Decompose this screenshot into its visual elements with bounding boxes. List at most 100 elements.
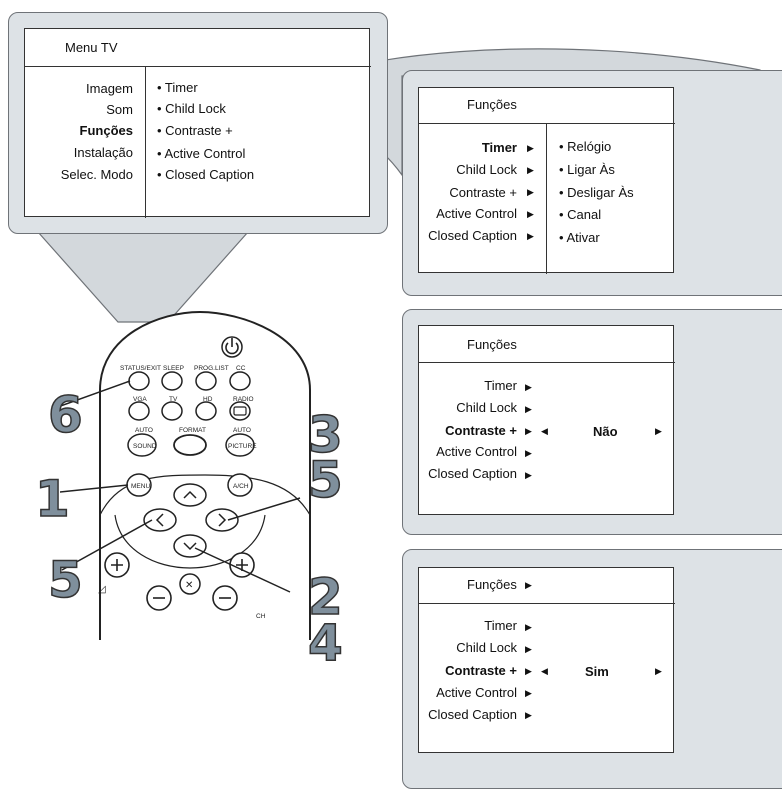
status-exit-label: STATUS/EXIT [120, 365, 161, 372]
contraste-nao-item-active-control[interactable]: Active Control [436, 444, 517, 459]
contraste-nao-title: Funções [467, 337, 517, 352]
arrow-right-icon: ▶ [525, 470, 532, 480]
remote-body [99, 310, 311, 640]
status-exit-button [128, 371, 150, 391]
arrow-right-icon: ▶ [527, 143, 534, 153]
plus-icon [111, 559, 123, 571]
menu-tv-box: Menu TV Imagem Som Funções Instalação Se… [24, 28, 371, 218]
submenu-item-child-lock: • Child Lock [157, 101, 226, 116]
timer-option-relogio[interactable]: • Relógio [559, 139, 612, 154]
volume-icon: ◿ [98, 584, 106, 595]
nav-down-button [173, 534, 207, 558]
funcoes-timer-box: Funções Timer Child Lock Contraste + Act… [418, 87, 675, 274]
cc-button [229, 371, 251, 391]
funcoes-item-timer[interactable]: Timer [481, 140, 517, 155]
menu-item-imagem[interactable]: Imagem [86, 81, 133, 96]
arrow-right-icon: ▶ [525, 666, 532, 676]
arrow-right-icon: ▶ [525, 688, 532, 698]
step-number-4: 4 [307, 614, 343, 672]
menu-item-funcoes[interactable]: Funções [79, 123, 133, 138]
funcoes-item-contraste[interactable]: Contraste + [449, 185, 517, 200]
nav-left-button [143, 508, 177, 532]
contraste-sim-item-contraste[interactable]: Contraste + [445, 663, 517, 678]
menu-tv-column-divider [145, 66, 146, 218]
arrow-left-icon[interactable]: ◀ [541, 666, 548, 676]
step-number-5-left: 5 [47, 551, 83, 609]
timer-option-ligar-as[interactable]: • Ligar Às [559, 162, 615, 177]
arrow-right-icon: ▶ [525, 580, 532, 590]
contraste-sim-title-divider [419, 603, 675, 604]
ch-label: CH [256, 613, 266, 620]
pointer-line-1 [60, 484, 129, 493]
auto-sound-label: SOUND [133, 443, 157, 450]
auto-picture-top-label: AUTO [233, 427, 251, 434]
contraste-sim-title: Funções [467, 577, 517, 592]
arrow-right-icon[interactable]: ▶ [655, 666, 662, 676]
timer-option-canal[interactable]: • Canal [559, 207, 602, 222]
arrow-right-icon: ▶ [527, 165, 534, 175]
power-icon [225, 342, 239, 355]
arrow-right-icon[interactable]: ▶ [655, 426, 662, 436]
pointer-line-3-5 [227, 497, 301, 521]
remote-control: ✕ ◿ STATUS/EXIT SLEEP PROG.LIST CC VGA T… [60, 310, 311, 640]
arrow-right-icon: ▶ [525, 404, 532, 414]
contraste-value-sim: Sim [585, 664, 609, 679]
mute-button [179, 573, 201, 595]
nav-ring-lower [114, 514, 266, 569]
contraste-nao-item-closed-caption[interactable]: Closed Caption [428, 466, 517, 481]
contraste-nao-box: Funções Timer Child Lock Contraste + Act… [418, 325, 675, 515]
format-label: FORMAT [179, 427, 206, 434]
arrow-right-icon: ▶ [525, 382, 532, 392]
contraste-nao-item-child-lock[interactable]: Child Lock [456, 400, 517, 415]
chevron-right-icon [218, 513, 227, 527]
contraste-sim-item-closed-caption[interactable]: Closed Caption [428, 707, 517, 722]
step-number-1: 1 [34, 470, 70, 528]
arrow-right-icon: ▶ [525, 644, 532, 654]
submenu-item-contraste: • Contraste + [157, 123, 233, 138]
contraste-nao-item-timer[interactable]: Timer [484, 378, 517, 393]
prog-list-button [195, 371, 217, 391]
menu-tv-title: Menu TV [65, 40, 118, 55]
funcoes-item-active-control[interactable]: Active Control [436, 206, 517, 221]
chevron-left-icon [155, 513, 164, 527]
arrow-right-icon: ▶ [527, 187, 534, 197]
menu-item-som[interactable]: Som [106, 102, 133, 117]
tv-label: TV [169, 396, 178, 403]
nav-ring [99, 474, 311, 516]
step-number-6: 6 [47, 386, 83, 444]
contraste-sim-item-timer[interactable]: Timer [484, 618, 517, 633]
menu-item-instalacao[interactable]: Instalação [73, 145, 133, 160]
contraste-sim-item-active-control[interactable]: Active Control [436, 685, 517, 700]
arrow-left-icon[interactable]: ◀ [541, 426, 548, 436]
funcoes-title: Funções [467, 97, 517, 112]
funcoes-item-closed-caption[interactable]: Closed Caption [428, 228, 517, 243]
contraste-sim-item-child-lock[interactable]: Child Lock [456, 640, 517, 655]
timer-option-desligar-as[interactable]: • Desligar Às [559, 185, 634, 200]
prog-list-label: PROG.LIST [194, 365, 229, 372]
format-button [173, 434, 207, 456]
mute-icon: ✕ [185, 580, 193, 591]
radio-button [229, 401, 251, 421]
funcoes-item-child-lock[interactable]: Child Lock [456, 162, 517, 177]
arrow-right-icon: ▶ [525, 426, 532, 436]
auto-sound-button [127, 433, 157, 457]
menu-label: MENU [131, 483, 150, 490]
cc-label: CC [236, 365, 246, 372]
step-number-3: 3 [307, 406, 343, 464]
menu-item-selec-modo[interactable]: Selec. Modo [60, 167, 133, 182]
pointer-line-5-left [61, 519, 153, 571]
auto-picture-button [225, 433, 255, 457]
sleep-label: SLEEP [163, 365, 184, 372]
contraste-value-nao: Não [593, 424, 618, 439]
chevron-down-icon [183, 542, 197, 551]
chevron-up-icon [183, 490, 197, 499]
funcoes-title-divider [419, 123, 675, 124]
arrow-right-icon: ▶ [525, 710, 532, 720]
timer-option-ativar[interactable]: • Ativar [559, 230, 600, 245]
arrow-right-icon: ▶ [525, 622, 532, 632]
submenu-item-closed-caption: • Closed Caption [157, 167, 255, 182]
sleep-button [161, 371, 183, 391]
auto-sound-top-label: AUTO [135, 427, 153, 434]
menu-tv-title-divider [25, 66, 371, 67]
contraste-nao-item-contraste[interactable]: Contraste + [445, 423, 517, 438]
